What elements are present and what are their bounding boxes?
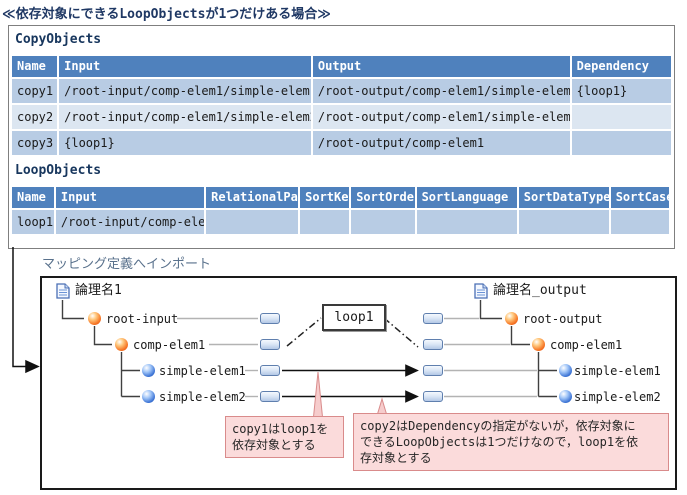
cell-input: {loop1} — [59, 131, 311, 155]
loopobjects-table: Name Input RelationalPath SortKey SortOr… — [10, 185, 671, 236]
column-header: SortDataType — [518, 187, 609, 208]
cell-sortdatatype — [518, 210, 609, 234]
cell-name: copy2 — [12, 105, 58, 129]
cell-output: /root-output/comp-elem1/simple-elem2 — [312, 105, 570, 129]
element-icon — [142, 364, 155, 377]
port-icon — [423, 339, 443, 350]
left-node-comp-elem1: comp-elem1 — [133, 338, 206, 352]
right-node-simple-elem2: simple-elem2 — [574, 390, 661, 404]
element-icon — [559, 364, 572, 377]
table-row: copy1 /root-input/comp-elem1/simple-elem… — [12, 79, 671, 103]
import-arrow — [12, 247, 40, 374]
cell-sortlanguage — [416, 210, 517, 234]
column-header: RelationalPath — [206, 187, 299, 208]
callout-line: 依存対象とする — [232, 438, 316, 452]
column-header: Input — [59, 56, 311, 77]
loopobjects-header-row: Name Input RelationalPath SortKey SortOr… — [12, 187, 669, 208]
port-icon — [423, 391, 443, 402]
left-node-simple-elem1: simple-elem1 — [159, 364, 246, 378]
column-header: SortOrder — [351, 187, 415, 208]
copyobjects-table-label: CopyObjects — [15, 32, 102, 47]
port-icon — [260, 391, 280, 402]
callout-line: copy2はDependencyの指定がないが，依存対象に — [360, 419, 636, 433]
table-row: copy2 /root-input/comp-elem1/simple-elem… — [12, 105, 671, 129]
right-node-root-output: root-output — [523, 312, 603, 326]
cell-name: loop1 — [12, 210, 54, 234]
callout-copy1: copy1はloop1を 依存対象とする — [225, 416, 344, 458]
cell-dependency — [571, 131, 671, 155]
port-icon — [423, 365, 443, 376]
import-caption: マッピング定義へインポート — [42, 257, 212, 272]
document-icon — [474, 283, 488, 299]
column-header: SortKey — [300, 187, 350, 208]
tables-panel: CopyObjects Name Input Output Dependency… — [8, 25, 675, 249]
element-icon — [115, 338, 128, 351]
cell-relationalpath — [206, 210, 299, 234]
element-icon — [142, 390, 155, 403]
element-icon — [532, 338, 545, 351]
left-tree-root-label: 論理名1 — [75, 283, 122, 298]
loopobjects-table-label: LoopObjects — [15, 163, 102, 178]
document-icon — [56, 283, 70, 299]
cell-input: /root-input/comp-elem1 — [55, 210, 205, 234]
element-icon — [559, 390, 572, 403]
column-header: Output — [312, 56, 570, 77]
port-icon — [260, 365, 280, 376]
callout-line: できるLoopObjectsは1つだけなので，loop1を依 — [360, 435, 639, 449]
callout-line: copy1はloop1を — [232, 422, 329, 436]
column-header: Name — [12, 56, 58, 77]
column-header: SortCase — [610, 187, 669, 208]
right-tree-root-label: 論理名_output — [493, 283, 587, 298]
copyobjects-header-row: Name Input Output Dependency — [12, 56, 671, 77]
callout-line: 存対象とする — [360, 451, 432, 465]
element-icon — [505, 312, 518, 325]
column-header: Dependency — [571, 56, 671, 77]
cell-output: /root-output/comp-elem1/simple-elem1 — [312, 79, 570, 103]
cell-sortkey — [300, 210, 350, 234]
loop-object-box: loop1 — [322, 304, 386, 331]
port-icon — [260, 313, 280, 324]
right-node-simple-elem1: simple-elem1 — [574, 364, 661, 378]
cell-sortcase — [610, 210, 669, 234]
left-node-root-input: root-input — [106, 312, 179, 326]
cell-dependency: {loop1} — [571, 79, 671, 103]
right-node-comp-elem1: comp-elem1 — [550, 338, 623, 352]
cell-input: /root-input/comp-elem1/simple-elem2 — [59, 105, 311, 129]
left-node-simple-elem2: simple-elem2 — [159, 390, 246, 404]
table-row: copy3 {loop1} /root-output/comp-elem1 — [12, 131, 671, 155]
cell-name: copy3 — [12, 131, 58, 155]
column-header: SortLanguage — [416, 187, 517, 208]
copyobjects-table: Name Input Output Dependency copy1 /root… — [10, 54, 673, 157]
cell-sortorder — [351, 210, 415, 234]
cell-output: /root-output/comp-elem1 — [312, 131, 570, 155]
cell-dependency — [571, 105, 671, 129]
page-title: ≪依存対象にできるLoopObjectsが1つだけある場合≫ — [2, 7, 331, 22]
callout-copy2: copy2はDependencyの指定がないが，依存対象に できるLoopObj… — [353, 413, 669, 471]
column-header: Input — [55, 187, 205, 208]
table-row: loop1 /root-input/comp-elem1 — [12, 210, 669, 234]
cell-input: /root-input/comp-elem1/simple-elem1 — [59, 79, 311, 103]
column-header: Name — [12, 187, 54, 208]
cell-name: copy1 — [12, 79, 58, 103]
port-icon — [423, 313, 443, 324]
port-icon — [260, 339, 280, 350]
element-icon — [88, 312, 101, 325]
